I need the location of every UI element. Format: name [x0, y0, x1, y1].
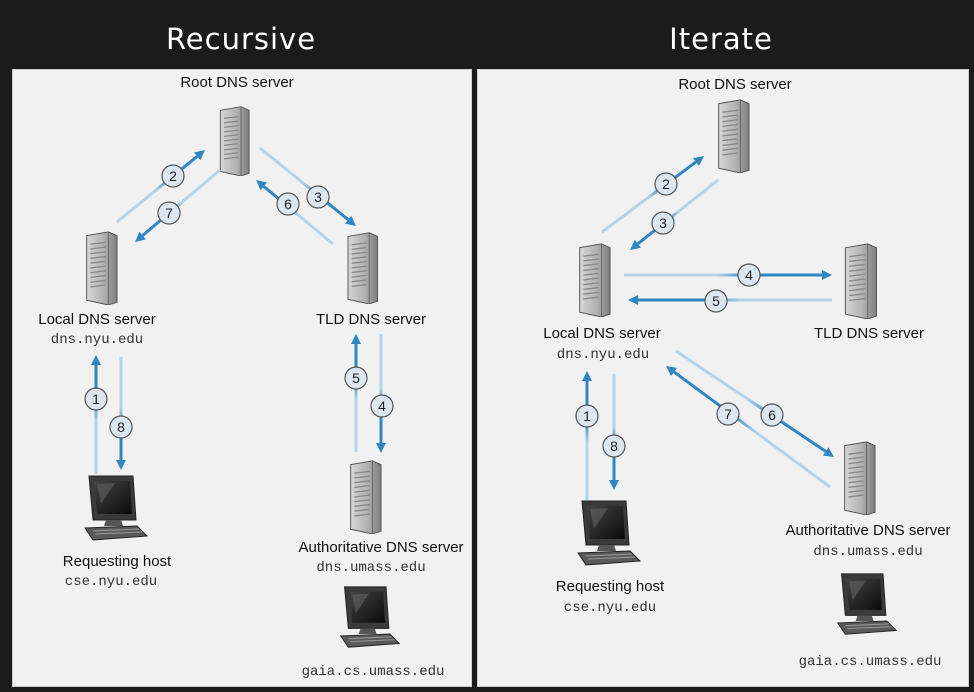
rec-host-label: Requesting host	[62, 553, 172, 570]
svg-text:8: 8	[117, 419, 125, 435]
it-arrow-5	[628, 295, 832, 305]
it-target-domain: gaia.cs.umass.edu	[798, 654, 942, 670]
it-tld-server-icon	[844, 243, 878, 319]
svg-text:3: 3	[659, 215, 667, 231]
svg-text:6: 6	[284, 196, 292, 212]
rec-step-7: 7	[157, 201, 181, 225]
it-local-server-icon	[578, 243, 611, 317]
rec-auth-domain: dns.umass.edu	[316, 560, 426, 576]
svg-text:4: 4	[745, 267, 753, 283]
it-tld-server-label: TLD DNS server	[813, 325, 925, 342]
it-step-3: 3	[651, 211, 675, 235]
recursive-heading: Recursive	[165, 22, 317, 56]
svg-text:8: 8	[610, 438, 618, 454]
recursive-panel: 1 8 2 7 3 6 5 4 Root DNS server Local DNS serve…	[12, 69, 472, 687]
it-step-8: 8	[602, 434, 626, 458]
rec-target-domain: gaia.cs.umass.edu	[301, 664, 445, 680]
svg-text:2: 2	[169, 168, 177, 184]
it-step-6: 6	[760, 403, 784, 427]
it-auth-domain: dns.umass.edu	[813, 544, 923, 560]
rec-host-pc-icon	[84, 475, 148, 541]
it-auth-server-label: Authoritative DNS server	[785, 522, 951, 539]
svg-text:5: 5	[352, 370, 360, 386]
svg-text:1: 1	[583, 408, 591, 424]
rec-target-pc-icon	[340, 586, 400, 648]
it-arrow-6	[675, 349, 834, 457]
it-root-server-label: Root DNS server	[678, 76, 792, 93]
rec-step-5: 5	[344, 366, 368, 390]
iterate-diagram: 2 3 4 5 6 7 1 8	[575, 99, 897, 635]
it-host-pc-icon	[577, 500, 641, 566]
rec-root-server-label: Root DNS server	[180, 74, 294, 91]
it-auth-server-icon	[843, 441, 876, 515]
rec-local-server-label: Local DNS server	[38, 311, 156, 328]
it-step-5: 5	[704, 289, 728, 313]
it-target-pc-icon	[837, 573, 897, 635]
it-step-7: 7	[716, 402, 740, 426]
it-arrow-8	[609, 374, 619, 490]
rec-step-6: 6	[276, 192, 300, 216]
recursive-diagram: 1 8 2 7 3 6 5 4	[84, 105, 400, 648]
rec-local-server-icon	[85, 231, 118, 305]
rec-arrow-1	[91, 355, 101, 474]
svg-text:4: 4	[378, 398, 386, 414]
it-arrow-1	[582, 371, 592, 500]
it-arrow-3	[630, 178, 719, 250]
rec-step-2: 2	[161, 164, 185, 188]
it-arrow-7	[666, 366, 831, 489]
svg-text:7: 7	[724, 406, 732, 422]
rec-step-3: 3	[306, 185, 330, 209]
rec-auth-server-label: Authoritative DNS server	[298, 539, 464, 556]
it-host-label: Requesting host	[555, 578, 665, 595]
rec-arrow-4	[376, 334, 386, 453]
rec-arrow-7	[135, 168, 221, 242]
rec-step-1: 1	[84, 387, 108, 411]
rec-arrow-6	[256, 180, 334, 246]
it-local-domain: dns.nyu.edu	[556, 347, 650, 363]
rec-local-domain: dns.nyu.edu	[50, 332, 144, 348]
it-step-1: 1	[575, 404, 599, 428]
rec-arrow-2	[116, 150, 205, 224]
svg-text:6: 6	[768, 407, 776, 423]
rec-tld-server-label: TLD DNS server	[315, 311, 427, 328]
iterate-panel: 2 3 4 5 6 7 1 8 Root DNS server Local DNS serve…	[477, 69, 969, 687]
it-arrow-2	[601, 156, 704, 234]
svg-text:1: 1	[92, 391, 100, 407]
rec-host-domain: cse.nyu.edu	[64, 574, 158, 590]
rec-step-4: 4	[370, 394, 394, 418]
rec-arrow-8	[116, 357, 126, 470]
svg-text:2: 2	[662, 176, 670, 192]
rec-step-8: 8	[109, 415, 133, 439]
rec-root-server-icon	[219, 105, 250, 176]
it-host-domain: cse.nyu.edu	[563, 600, 657, 616]
it-root-server-icon	[717, 99, 750, 173]
rec-tld-server-icon	[347, 232, 379, 304]
iterate-heading: Iterate	[669, 22, 773, 56]
svg-text:5: 5	[712, 293, 720, 309]
rec-arrow-3	[259, 146, 356, 226]
svg-text:3: 3	[314, 189, 322, 205]
it-step-2: 2	[654, 172, 678, 196]
svg-text:7: 7	[165, 205, 173, 221]
it-arrow-4	[624, 270, 832, 280]
it-local-server-label: Local DNS server	[543, 325, 661, 342]
rec-auth-server-icon	[349, 460, 382, 534]
rec-arrow-5	[351, 334, 361, 452]
it-step-4: 4	[737, 263, 761, 287]
